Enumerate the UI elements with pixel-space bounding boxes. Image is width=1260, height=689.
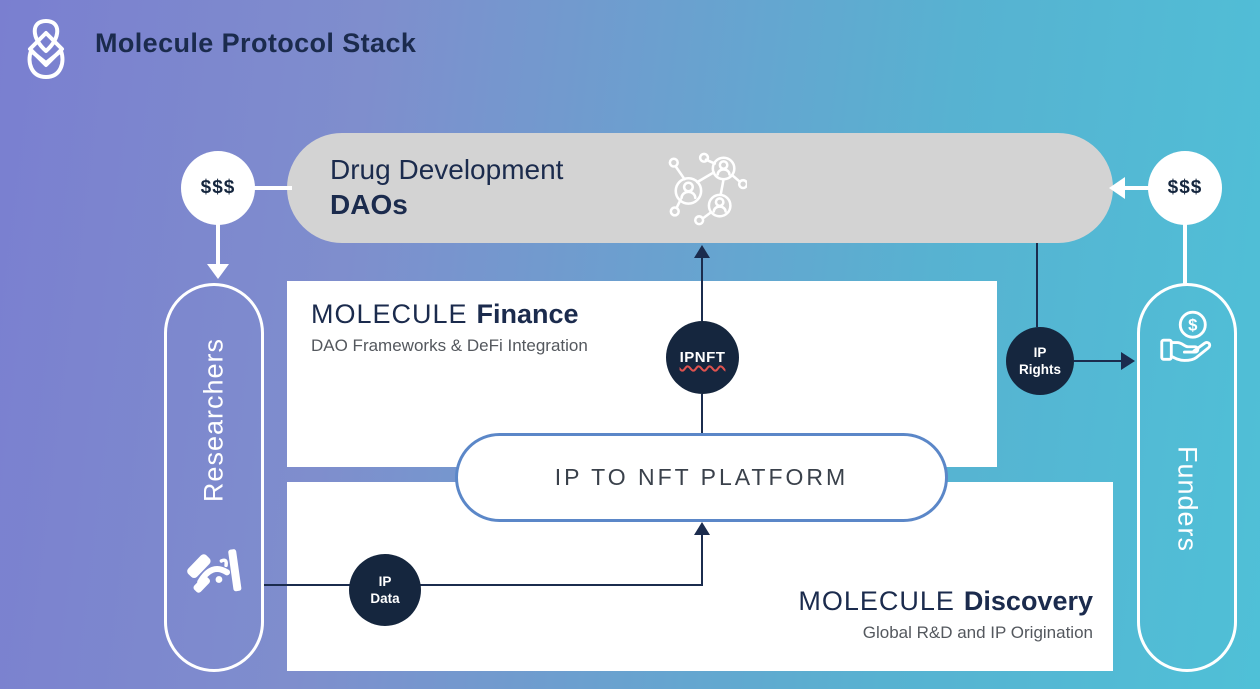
line-ipdata-to-platform <box>701 533 703 586</box>
line-money-right-to-funders <box>1183 222 1187 285</box>
arrow-money-right-to-daos <box>1109 177 1125 199</box>
ip-data-line2: Data <box>370 591 400 606</box>
microscope-icon <box>187 549 242 593</box>
dao-node-line2: DAOs <box>330 189 408 220</box>
line-daos-to-iprights <box>1036 243 1038 327</box>
funders-label: Funders <box>1172 446 1203 553</box>
researchers-pill: Researchers <box>164 283 264 672</box>
ip-data-badge: IP Data <box>349 554 421 626</box>
line-researchers-to-ipdata <box>264 584 702 586</box>
dao-network-icon <box>668 152 747 226</box>
ip-rights-badge: IP Rights <box>1006 327 1074 395</box>
money-badge-left: $$$ <box>181 151 255 225</box>
discovery-title: MOLECULE Discovery <box>798 586 1093 617</box>
ipnft-label: IPNFT <box>679 349 726 366</box>
finance-brand: MOLECULE <box>311 299 468 329</box>
arrow-iprights-to-funders <box>1121 352 1135 370</box>
molecule-logo-icon <box>27 19 65 79</box>
ip-to-nft-platform-node: IP TO NFT PLATFORM <box>455 433 948 522</box>
line-ipnft-to-daos <box>701 256 703 321</box>
ip-rights-line2: Rights <box>1019 362 1061 377</box>
discovery-brand: MOLECULE <box>798 586 955 616</box>
drug-development-daos-node: Drug Development DAOs <box>287 133 1113 243</box>
arrow-ipdata-to-platform <box>694 522 710 535</box>
money-badge-right-label: $$$ <box>1167 177 1203 198</box>
money-badge-left-label: $$$ <box>200 177 236 198</box>
discovery-subtitle: Global R&D and IP Origination <box>862 623 1093 642</box>
hand-coin-icon: $ <box>1160 310 1212 362</box>
arrow-money-left-to-researchers <box>207 264 229 279</box>
ipnft-badge: IPNFT <box>666 321 739 394</box>
dao-node-line1: Drug Development <box>330 154 564 185</box>
finance-title: MOLECULE Finance <box>311 299 588 330</box>
ip-rights-line1: IP <box>1033 345 1047 360</box>
line-iprights-to-funders <box>1074 360 1122 362</box>
finance-subtitle: DAO Frameworks & DeFi Integration <box>311 336 588 355</box>
money-badge-right: $$$ <box>1148 151 1222 225</box>
line-money-left-to-researchers <box>216 222 220 266</box>
line-money-right-to-daos <box>1124 186 1150 190</box>
svg-text:$: $ <box>1188 316 1198 335</box>
page-title: Molecule Protocol Stack <box>95 28 417 58</box>
platform-label: IP TO NFT PLATFORM <box>554 464 849 490</box>
arrow-ipnft-to-daos <box>694 245 710 258</box>
researchers-label: Researchers <box>198 338 229 503</box>
ip-data-line1: IP <box>378 574 392 589</box>
line-ipnft-to-platform <box>701 394 703 433</box>
line-money-left-to-daos <box>252 186 292 190</box>
discovery-product: Discovery <box>963 586 1093 616</box>
funders-pill: $ Funders <box>1137 283 1237 672</box>
finance-product: Finance <box>476 299 579 329</box>
